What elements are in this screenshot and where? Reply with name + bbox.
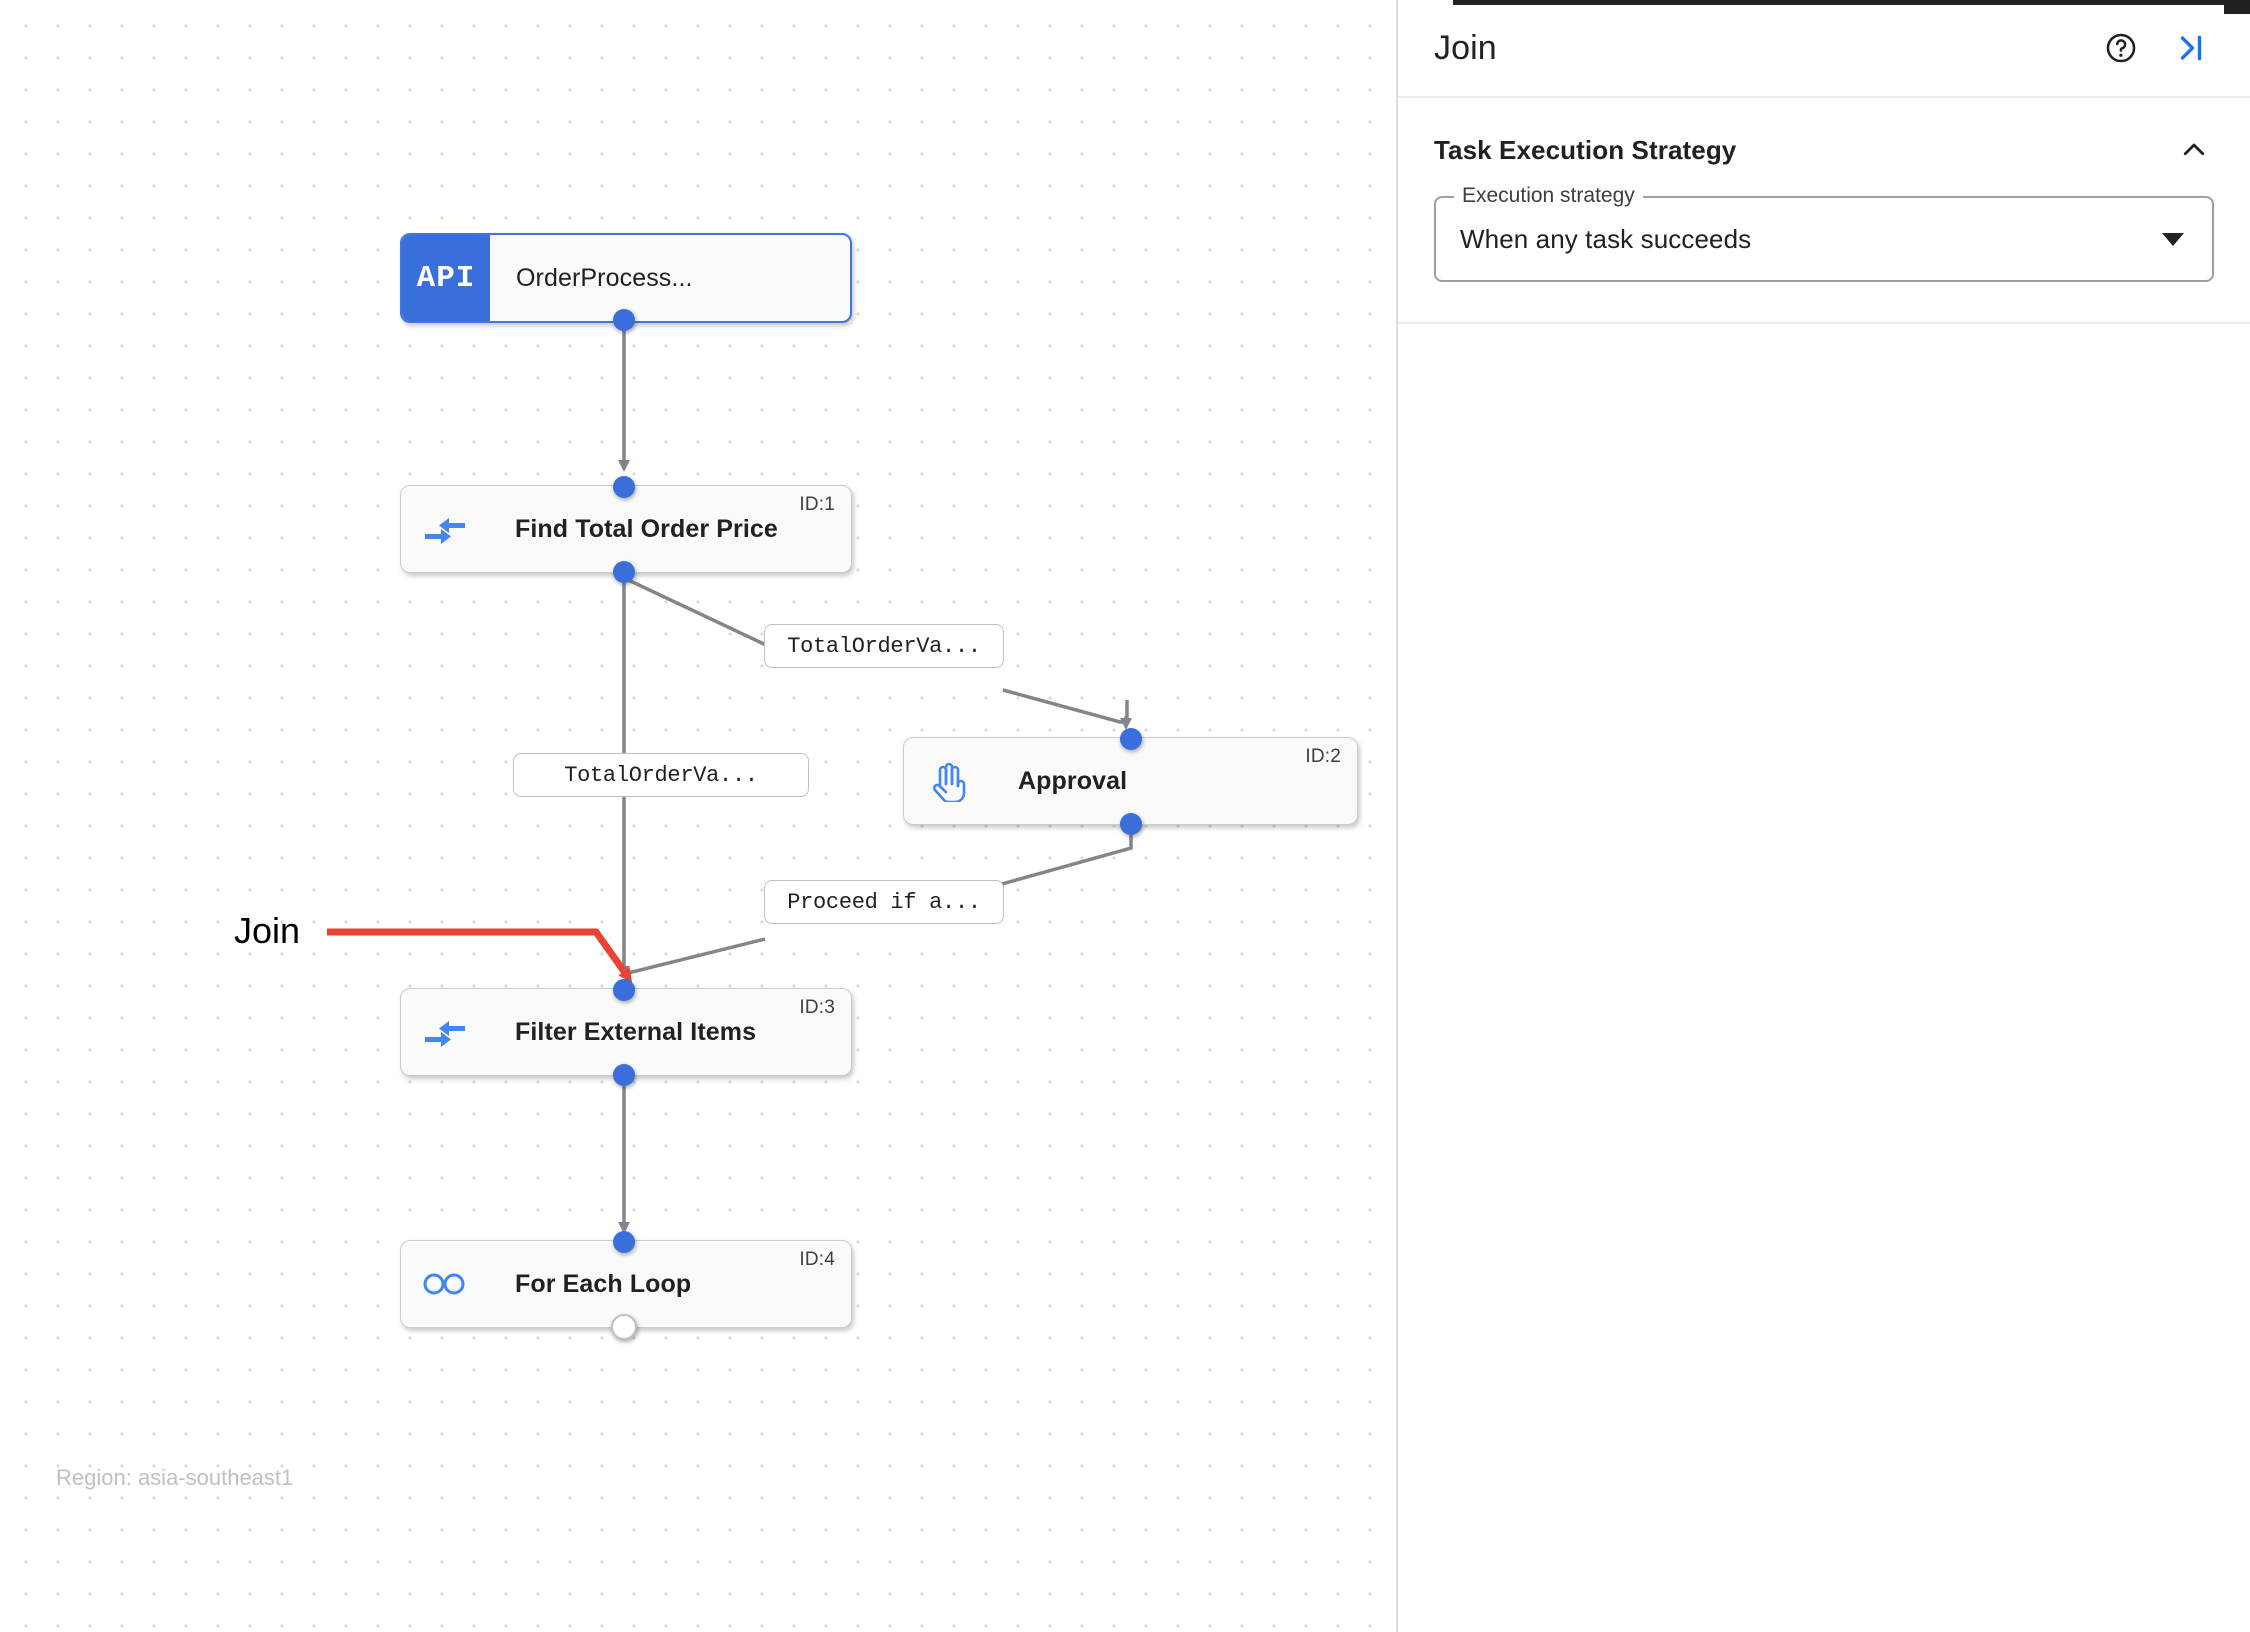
infinity-icon xyxy=(401,1241,489,1327)
collapse-panel-icon[interactable] xyxy=(2168,25,2214,71)
execution-strategy-select[interactable]: Execution strategy When any task succeed… xyxy=(1434,184,2214,282)
edge-label-total-order-value-2[interactable]: TotalOrderVa... xyxy=(513,753,809,797)
node-filter-external-items[interactable]: Filter External Items ID:3 xyxy=(400,988,852,1076)
panel-header: Join xyxy=(1398,0,2250,98)
section-header[interactable]: Task Execution Strategy xyxy=(1434,126,2214,174)
merge-arrows-icon xyxy=(401,989,489,1075)
node-approval-input-port[interactable] xyxy=(1120,728,1142,750)
edge-approval-to-filter-b xyxy=(627,937,766,975)
section-task-execution-strategy: Task Execution Strategy Execution strate… xyxy=(1398,98,2250,324)
api-icon: API xyxy=(402,235,490,321)
properties-panel: Join Task Execution Strategy xyxy=(1398,0,2250,1632)
annotation-arrow xyxy=(327,928,633,983)
node-for-each-loop[interactable]: For Each Loop ID:4 xyxy=(400,1240,852,1328)
edge-label-text: TotalOrderVa... xyxy=(564,762,758,788)
panel-title: Join xyxy=(1434,28,1497,67)
chevron-up-icon[interactable] xyxy=(2174,130,2214,170)
edge-find-to-approval-b xyxy=(1002,688,1129,724)
region-label: Region: asia-southeast1 xyxy=(56,1465,294,1490)
node-title: OrderProcess... xyxy=(516,263,693,292)
execution-strategy-label: Execution strategy xyxy=(1454,184,1643,208)
node-approval[interactable]: Approval ID:2 xyxy=(903,737,1358,825)
node-find-input-port[interactable] xyxy=(613,476,635,498)
node-filter-output-port[interactable] xyxy=(613,1064,635,1086)
node-find-output-port[interactable] xyxy=(613,561,635,583)
merge-arrows-icon xyxy=(401,486,489,572)
node-order-process-output-port[interactable] xyxy=(613,309,635,331)
edge-label-text: Proceed if a... xyxy=(787,889,981,915)
node-find-total-order-price[interactable]: Find Total Order Price ID:1 xyxy=(400,485,852,573)
edge-label-proceed-if-approved[interactable]: Proceed if a... xyxy=(764,880,1004,924)
node-title: Filter External Items xyxy=(515,1017,757,1046)
node-title: For Each Loop xyxy=(515,1269,692,1298)
edge-label-text: TotalOrderVa... xyxy=(787,633,981,659)
hand-icon xyxy=(904,738,992,824)
edge-approval-to-filter-a xyxy=(1001,822,1133,886)
execution-strategy-value: When any task succeeds xyxy=(1460,223,1752,254)
window-corner-marker xyxy=(2224,0,2250,14)
node-id-label: ID:1 xyxy=(799,494,835,515)
section-title: Task Execution Strategy xyxy=(1434,134,1737,165)
annotation-label-join: Join xyxy=(234,910,301,951)
node-loop-output-port[interactable] xyxy=(611,1314,637,1340)
node-id-label: ID:4 xyxy=(799,1249,835,1270)
node-loop-input-port[interactable] xyxy=(613,1231,635,1253)
node-title: Approval xyxy=(1018,766,1128,795)
edge-label-total-order-value-1[interactable]: TotalOrderVa... xyxy=(764,624,1004,668)
node-id-label: ID:3 xyxy=(799,997,835,1018)
caret-down-icon[interactable] xyxy=(2162,232,2184,246)
node-title: Find Total Order Price xyxy=(515,514,778,543)
window-top-edge xyxy=(1453,0,2250,5)
node-filter-input-port[interactable] xyxy=(613,979,635,1001)
help-circle-icon[interactable] xyxy=(2098,25,2144,71)
edge-find-to-approval-a xyxy=(623,576,767,647)
workflow-canvas[interactable]: API OrderProcess... Find Total Order Pri… xyxy=(0,0,1398,1632)
node-approval-output-port[interactable] xyxy=(1120,813,1142,835)
node-id-label: ID:2 xyxy=(1305,746,1341,767)
